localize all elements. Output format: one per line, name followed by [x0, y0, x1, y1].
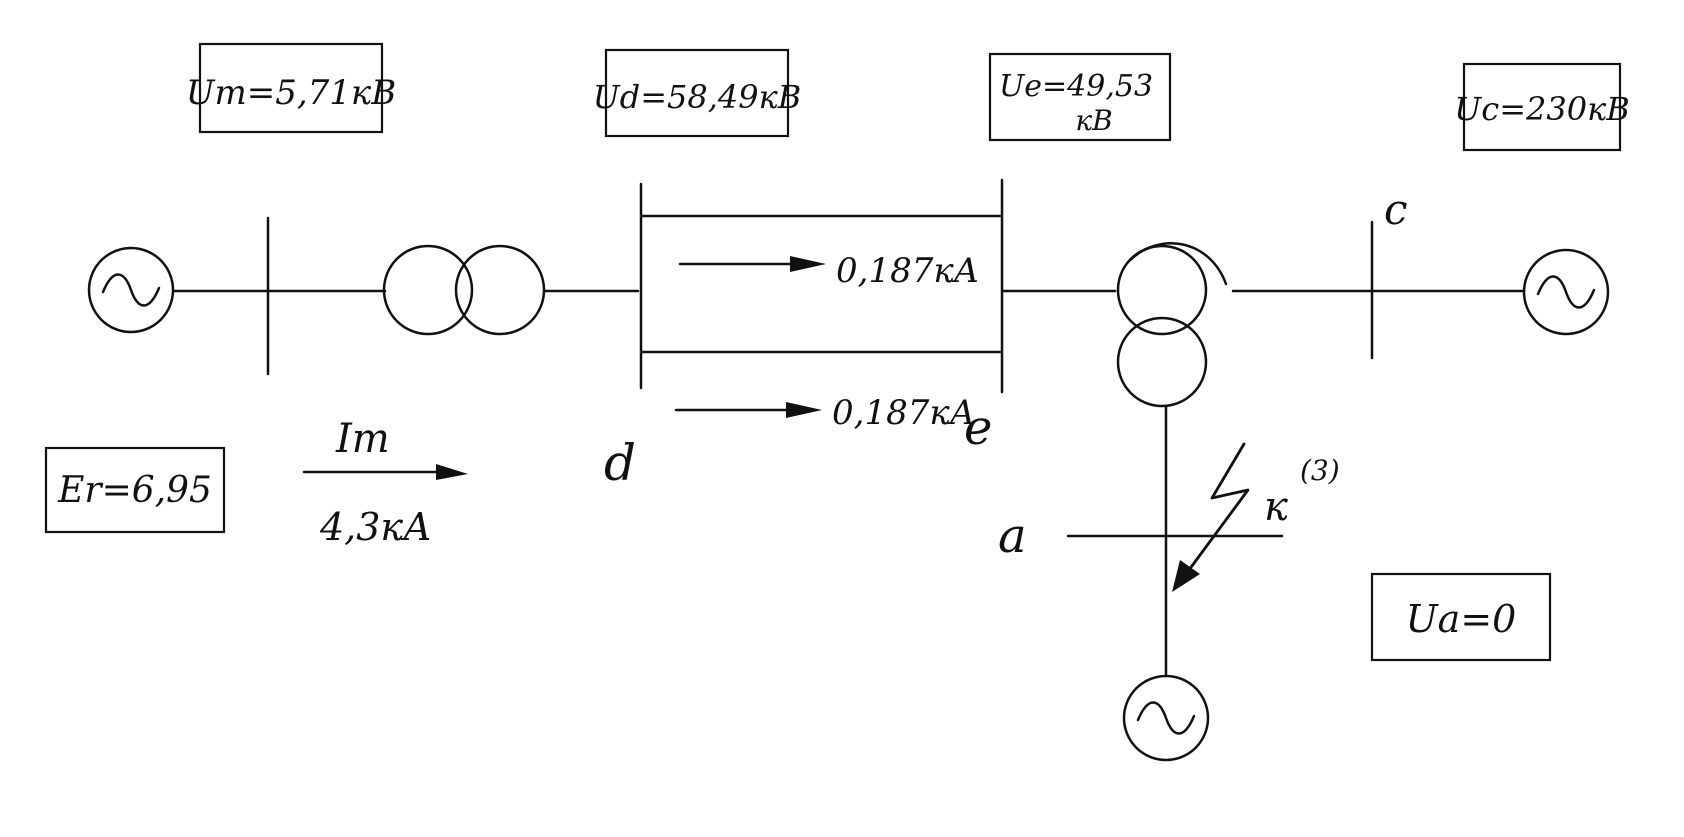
emf-box-er: Er=6,95 — [44, 446, 226, 534]
voltage-box-ud: Ud=58,49кВ — [593, 48, 802, 138]
current-label-im: Im — [335, 416, 390, 462]
fault-superscript: (3) — [1300, 454, 1340, 487]
double-transmission-line — [639, 214, 1002, 354]
voltage-box-ua: Ua=0 — [1370, 572, 1552, 662]
fault-label: к — [1264, 484, 1288, 530]
right-generator-icon — [1522, 248, 1610, 336]
node-label-a: a — [998, 508, 1027, 564]
emf-label-er: Er=6,95 — [57, 470, 212, 511]
node-label-d: d — [604, 434, 636, 492]
current-label-upper: 0,187кА — [836, 251, 979, 291]
voltage-label-ua: Ua=0 — [1406, 597, 1517, 641]
node-label-e: e — [964, 400, 992, 456]
voltage-box-uc: Uc=230кВ — [1454, 62, 1630, 152]
lightning-fault-arrow-icon — [1172, 442, 1250, 592]
left-generator-icon — [87, 246, 175, 334]
current-label-lower: 0,187кА — [832, 393, 975, 433]
voltage-label-uc: Uc=230кВ — [1454, 90, 1629, 128]
voltage-box-um: Um=5,71кВ — [186, 42, 396, 134]
voltage-label-um: Um=5,71кВ — [186, 73, 396, 113]
node-label-c: c — [1384, 185, 1408, 234]
current-value-im: 4,3кА — [319, 505, 432, 549]
current-arrow-im: Im 4,3кА — [302, 416, 468, 549]
current-arrow-upper: 0,187кА — [678, 251, 979, 291]
voltage-box-ue: Ue=49,53 кВ — [988, 52, 1172, 142]
three-winding-transformer-icon — [1116, 242, 1228, 408]
current-arrow-lower: 0,187кА — [674, 393, 975, 433]
voltage-label-ue-unit: кВ — [1075, 104, 1112, 137]
bottom-generator-icon — [1122, 674, 1210, 762]
voltage-label-ud: Ud=58,49кВ — [593, 78, 802, 116]
two-winding-transformer-icon — [382, 244, 546, 336]
voltage-label-ue: Ue=49,53 — [999, 69, 1153, 104]
